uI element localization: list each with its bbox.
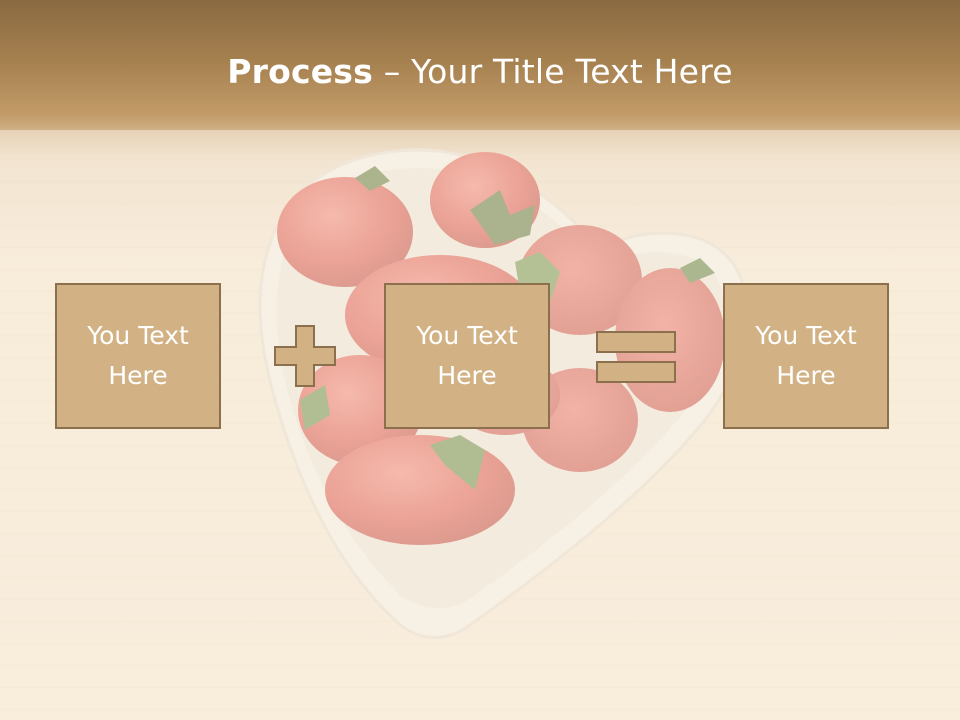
equals-icon — [596, 331, 676, 383]
title-rest: Your Title Text Here — [411, 52, 733, 91]
text-box-2-label: You Text Here — [416, 321, 518, 390]
title-bold: Process — [227, 52, 373, 91]
text-box-2[interactable]: You Text Here — [384, 283, 550, 429]
text-box-3[interactable]: You Text Here — [723, 283, 889, 429]
slide-title: Process – Your Title Text Here — [0, 52, 960, 91]
title-separator: – — [373, 52, 412, 91]
text-box-3-label: You Text Here — [755, 321, 857, 390]
text-box-1-label: You Text Here — [87, 321, 189, 390]
plus-icon — [274, 325, 336, 387]
text-box-1[interactable]: You Text Here — [55, 283, 221, 429]
